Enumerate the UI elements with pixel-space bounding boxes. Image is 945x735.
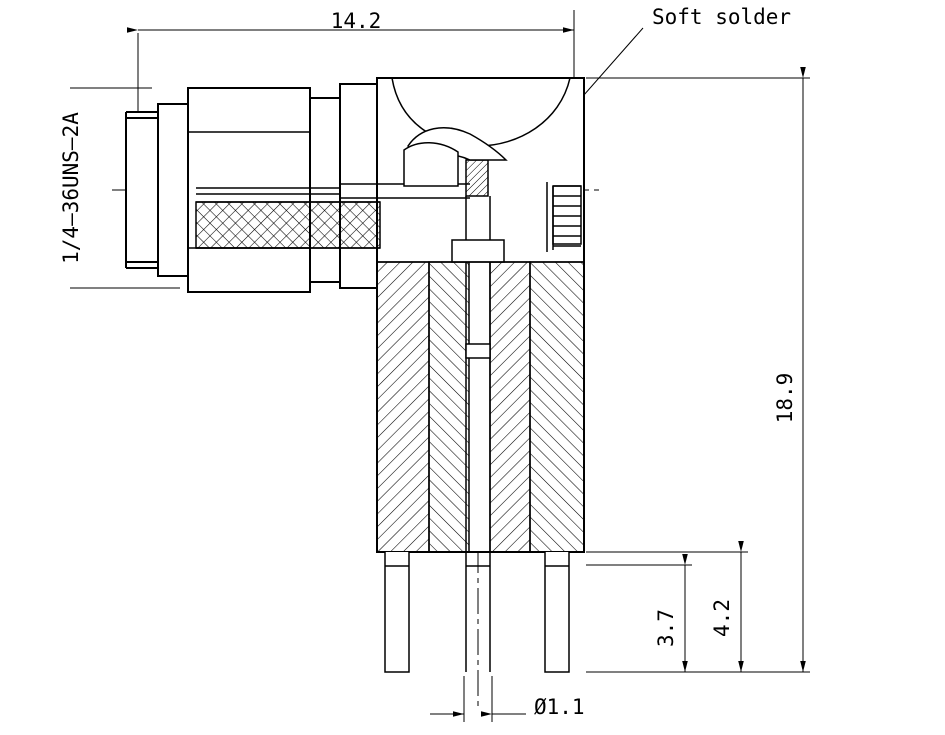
dimension-label-pin-diameter: Ø1.1 <box>534 695 585 719</box>
dimension-label-pin-inner: 3.7 <box>654 609 678 647</box>
annotation-soft-solder: Soft solder <box>652 5 791 29</box>
dimension-label-width: 14.2 <box>331 9 382 33</box>
dimension-label-height: 18.9 <box>773 373 797 424</box>
dimension-label-pin-outer: 4.2 <box>710 599 734 637</box>
internal-details <box>157 77 584 673</box>
annotation-thread-spec: 1/4–36UNS–2A <box>59 112 83 264</box>
